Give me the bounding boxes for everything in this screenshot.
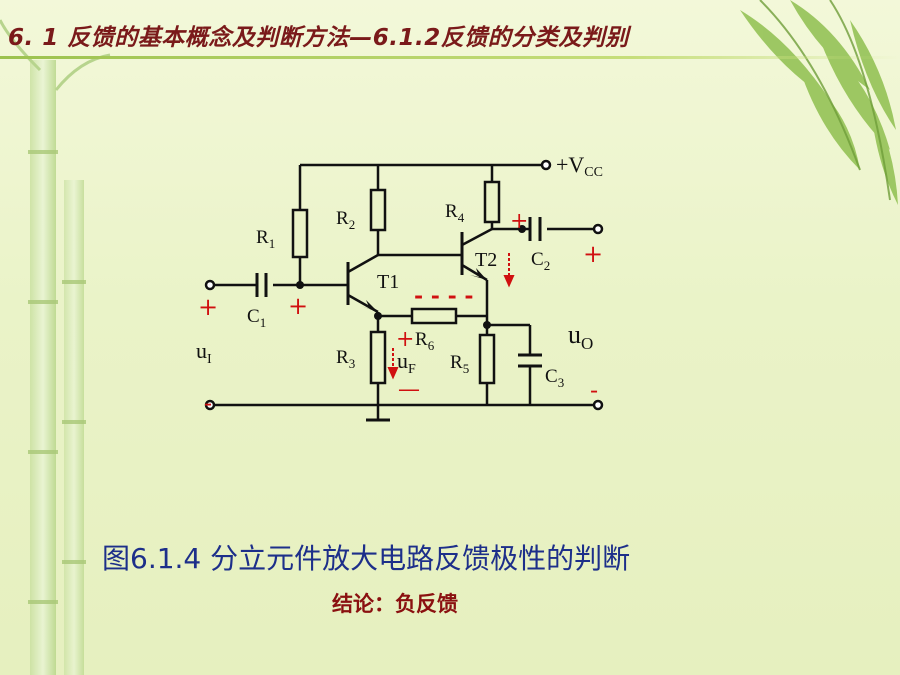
t2-emitter-arrow <box>470 268 487 280</box>
c1-label: C1 <box>247 306 266 330</box>
t1-emitter-arrow <box>361 300 378 312</box>
red-arrow-down <box>387 367 399 380</box>
r3-label: R3 <box>336 347 355 371</box>
figure-caption: 图6.1.4 分立元件放大电路反馈极性的判断 <box>102 542 631 575</box>
input-ground-terminal <box>204 399 216 411</box>
conclusion-text: 结论：负反馈 <box>332 592 458 616</box>
output-plus-sign: + <box>583 240 603 268</box>
r2-label: R2 <box>336 208 355 232</box>
input-plus-sign: + <box>198 293 218 321</box>
circuit-wires <box>213 163 595 422</box>
red-arrow-down <box>503 275 515 288</box>
t1-label: T1 <box>377 271 399 293</box>
resistor-r4 <box>483 180 501 224</box>
r4-label: R4 <box>445 201 465 225</box>
vcc-label: +VCC <box>556 152 603 180</box>
output-terminal <box>592 223 604 235</box>
uf-plus-sign: + <box>396 327 414 352</box>
bamboo-decoration <box>0 19 111 675</box>
input-terminal <box>204 279 216 291</box>
t2-label: T2 <box>475 249 497 271</box>
resistor-r6 <box>410 307 458 325</box>
base-plus-sign: + <box>288 292 308 320</box>
resistor-r3 <box>369 330 387 385</box>
r5-label: R5 <box>450 352 469 376</box>
r6-label: R6 <box>415 329 435 353</box>
junction-dot <box>374 312 382 320</box>
c2-label: C2 <box>531 249 550 273</box>
r1-label: R1 <box>256 227 275 251</box>
c3-label: C3 <box>545 366 564 390</box>
uo-label: uO <box>568 320 593 353</box>
output-minus-sign: - <box>590 376 598 404</box>
junction-dot <box>483 321 491 329</box>
output-ground-terminal <box>592 399 604 411</box>
input-minus-sign: - <box>204 389 212 417</box>
uf-minus-sign: — <box>398 377 420 402</box>
title-divider <box>0 56 900 59</box>
resistor-r2 <box>369 188 387 232</box>
uf-label: uF <box>397 348 416 377</box>
ui-label: uI <box>196 338 212 367</box>
collector-plus-sign: + <box>510 209 528 234</box>
negative-dashes: - - - - <box>414 283 474 309</box>
resistor-r5 <box>478 333 496 385</box>
junction-dot <box>296 281 304 289</box>
leaves-decoration <box>740 0 898 205</box>
feedback-amplifier-circuit: +VCC R1 R2 R3 R4 R5 R6 C1 C2 C3 T1 T2 uI… <box>196 152 604 422</box>
junction-dot <box>518 225 526 233</box>
page-title: 6. 1 反馈的基本概念及判断方法—6.1.2反馈的分类及判别 <box>8 25 629 51</box>
resistor-r1 <box>291 208 309 259</box>
vcc-terminal <box>540 159 552 171</box>
